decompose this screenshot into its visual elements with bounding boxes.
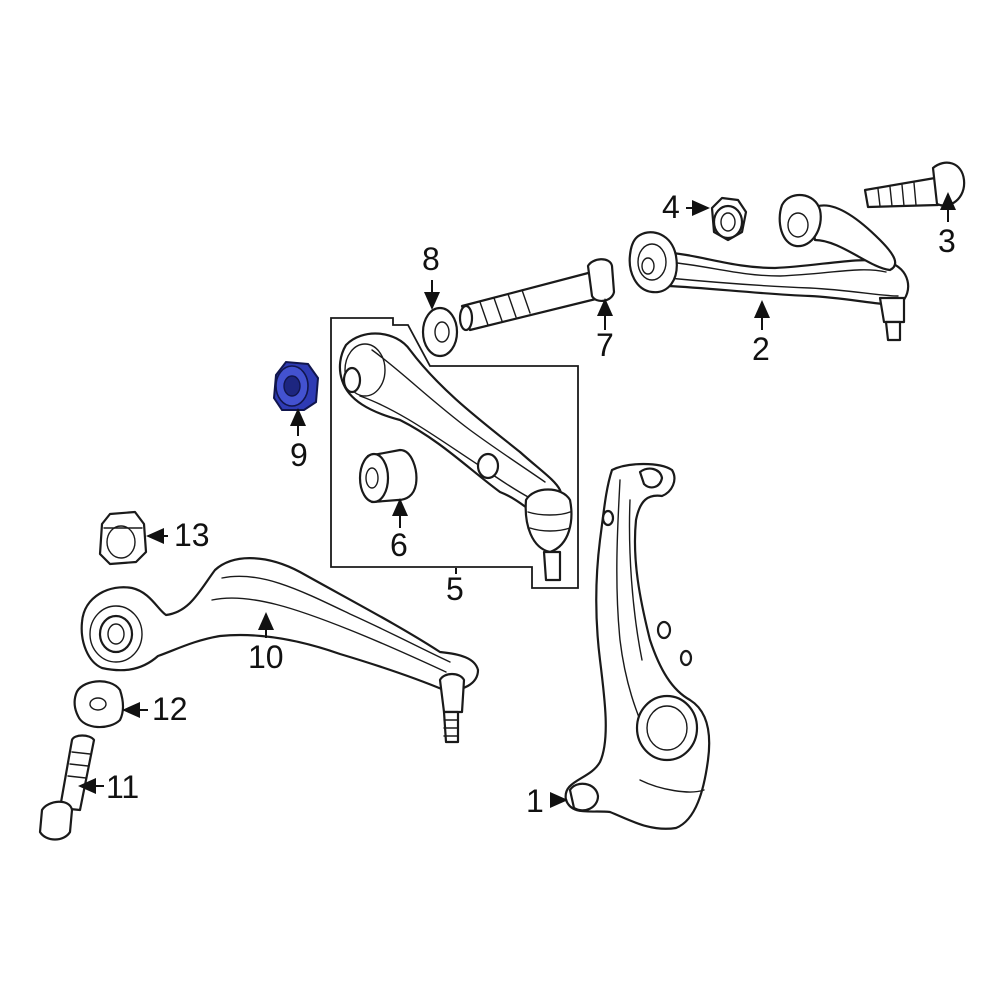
callout-label-8[interactable]: 8 (422, 241, 440, 277)
callout-label-9[interactable]: 9 (290, 437, 308, 473)
lower-control-arm-10[interactable] (80, 557, 480, 744)
bushing-12[interactable] (73, 680, 125, 729)
bushing-13[interactable] (98, 510, 148, 566)
bolt-11[interactable] (38, 734, 96, 841)
callout-labels: 1 2 3 4 5 6 7 8 9 10 11 12 13 (106, 189, 956, 819)
bolt-7[interactable] (458, 258, 616, 332)
steering-knuckle-1[interactable] (564, 462, 711, 830)
callout-label-12[interactable]: 12 (152, 691, 188, 727)
callout-label-7[interactable]: 7 (596, 327, 614, 363)
lower-control-arm-5[interactable] (338, 332, 573, 582)
callout-label-5[interactable]: 5 (446, 571, 464, 607)
callout-label-6[interactable]: 6 (390, 527, 408, 563)
callout-label-4[interactable]: 4 (662, 189, 680, 225)
control-arm-assembly-outline (330, 317, 579, 589)
callout-label-2[interactable]: 2 (752, 331, 770, 367)
washer-8[interactable] (421, 306, 459, 358)
callout-label-11[interactable]: 11 (106, 769, 139, 805)
callout-label-13[interactable]: 13 (174, 517, 210, 553)
nut-9-highlighted[interactable] (272, 360, 320, 411)
callout-label-10[interactable]: 10 (248, 639, 284, 675)
nut-4[interactable] (710, 196, 748, 242)
callout-label-1[interactable]: 1 (526, 783, 544, 819)
bushing-6[interactable] (358, 448, 418, 504)
callout-arrows (78, 192, 956, 808)
upper-control-arm-2[interactable] (628, 194, 910, 342)
callout-label-3[interactable]: 3 (938, 223, 956, 259)
bolt-3[interactable] (863, 161, 966, 209)
